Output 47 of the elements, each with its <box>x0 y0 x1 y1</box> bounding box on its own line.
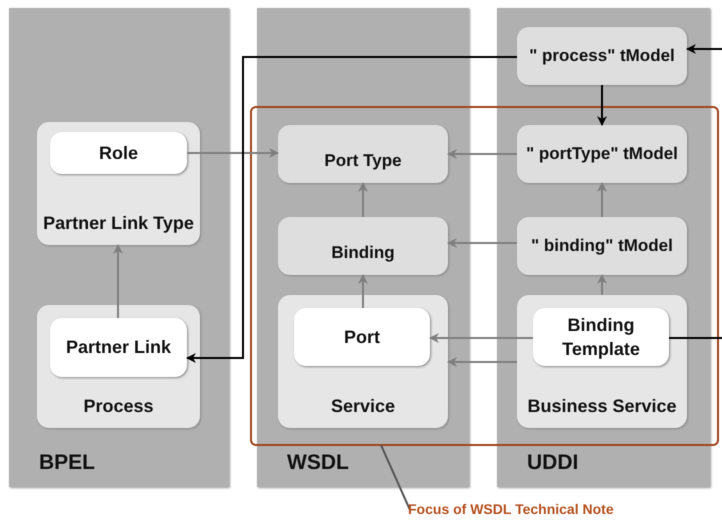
box-label: " process" tModel <box>529 44 675 67</box>
arrow <box>429 333 533 343</box>
box-label: Port <box>344 326 380 349</box>
arrow <box>187 148 279 158</box>
group-box <box>37 122 200 245</box>
component-box <box>50 318 187 377</box>
note-text: Focus of WSDL Technical Note <box>408 501 614 517</box>
box-label: Role <box>98 142 138 165</box>
arrow <box>113 244 123 318</box>
component-box <box>50 132 187 174</box>
component-box <box>517 125 687 183</box>
component-box <box>278 125 448 183</box>
arrow <box>447 149 517 159</box>
column-panel <box>257 8 469 487</box>
component-box <box>278 217 448 275</box>
box-label: Process <box>82 394 155 418</box>
arrow <box>358 274 368 308</box>
arrow <box>597 274 607 295</box>
box-label: Business Service <box>526 394 678 418</box>
column-panel <box>497 8 710 487</box>
box-label: Binding <box>331 242 395 264</box>
arrow <box>597 85 607 126</box>
box-label: Port Type <box>324 150 402 172</box>
component-box <box>517 27 687 85</box>
arrow <box>186 56 517 363</box>
group-box <box>517 295 687 428</box>
arrow <box>686 44 722 54</box>
box-label: Service <box>330 394 396 418</box>
column-title: WSDL <box>287 450 349 476</box>
arrow <box>597 182 607 217</box>
column-panel <box>9 8 229 487</box>
box-label: Partner Link Type <box>42 212 195 235</box>
box-label: " binding" tModel <box>531 234 673 257</box>
leader-line <box>380 444 411 510</box>
box-label: Binding Template <box>561 314 641 361</box>
arrow <box>358 182 368 217</box>
box-label: Partner Link <box>66 336 172 360</box>
arrow <box>447 238 517 248</box>
group-box <box>37 305 200 428</box>
column-title: BPEL <box>39 450 96 476</box>
component-box <box>517 217 687 275</box>
group-box <box>278 295 448 428</box>
column-title: UDDI <box>527 450 578 476</box>
component-box <box>533 308 669 366</box>
component-box <box>294 308 430 366</box>
arrow <box>447 357 517 367</box>
box-label: " portType" tModel <box>526 142 678 165</box>
